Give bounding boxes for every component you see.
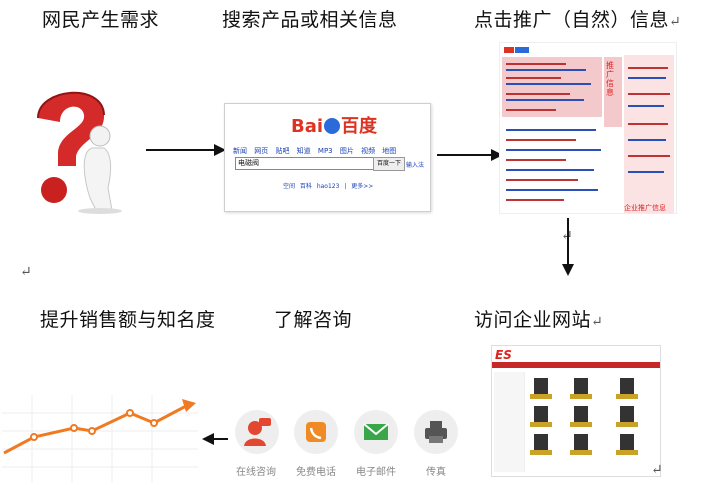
serp-line xyxy=(506,99,584,101)
baidu-search-input: 电磁阀 xyxy=(235,157,374,170)
step-2-caption: 搜索产品或相关信息 xyxy=(222,9,398,31)
serp-ad-side xyxy=(604,57,622,127)
baidu-logo: Bai 百度 xyxy=(291,112,377,138)
serp-line xyxy=(506,129,596,131)
step-1-caption: 网民产生需求 xyxy=(42,9,160,31)
serp-line xyxy=(506,139,576,141)
serp-line xyxy=(628,139,666,141)
site-nav-bar xyxy=(492,362,660,368)
arrow-4-line xyxy=(212,438,228,440)
serp-bottom-label: 企业推广信息 xyxy=(624,204,666,212)
serp-line xyxy=(628,171,664,173)
serp-line xyxy=(506,109,556,111)
serp-line xyxy=(506,159,566,161)
serp-line xyxy=(506,169,594,171)
serp-line xyxy=(506,83,591,85)
serp-line xyxy=(628,123,668,125)
baidu-search-button: 百度一下 xyxy=(373,157,405,171)
return-mark: ↵ xyxy=(669,14,682,30)
arrow-3-line xyxy=(567,218,569,266)
serp-line xyxy=(628,105,664,107)
arrow-1-line xyxy=(146,149,216,151)
serp-line xyxy=(628,67,668,69)
arrow-1-head xyxy=(214,144,226,156)
online-chat-button xyxy=(235,410,279,454)
site-sidebar xyxy=(494,372,525,472)
return-mark: ↵ xyxy=(591,314,604,330)
fax-label: 传真 xyxy=(426,467,446,478)
serp-line xyxy=(628,155,670,157)
search-results-screenshot: 推广信息 企业推广信息 xyxy=(499,42,677,214)
serp-line xyxy=(506,149,601,151)
company-website-screenshot: ES xyxy=(491,345,661,477)
arrow-3-head xyxy=(562,264,574,276)
arrow-2-line xyxy=(437,154,493,156)
site-logo: ES xyxy=(495,348,512,362)
arrow-4-head xyxy=(202,433,214,445)
serp-line xyxy=(506,69,586,71)
paw-icon xyxy=(324,118,341,134)
serp-line xyxy=(506,77,561,79)
valve-product-grid xyxy=(530,378,638,455)
cursor-mark-bottom: ↵ xyxy=(651,462,663,478)
fax-button xyxy=(414,410,458,454)
cursor-mark: ↵ xyxy=(561,228,573,244)
serp-line xyxy=(628,77,666,79)
email-button xyxy=(354,410,398,454)
arrow-2-head xyxy=(491,149,503,161)
step-6-caption: 提升销售额与知名度 xyxy=(40,309,216,331)
site-logo-text: ES xyxy=(495,348,512,362)
email-label: 电子邮件 xyxy=(356,467,396,478)
contact-options: 在线咨询 免费电话 电子邮件 传真 xyxy=(232,397,460,482)
baidu-input-method: 输入法 xyxy=(406,162,425,169)
online-chat-label: 在线咨询 xyxy=(236,467,276,478)
serp-logo xyxy=(504,47,529,53)
step-5-caption: 了解咨询 xyxy=(274,309,353,331)
serp-line xyxy=(628,93,670,95)
baidu-logo-cn: 百度 xyxy=(341,116,378,137)
step-4-text: 访问企业网站 xyxy=(474,309,592,331)
chat-person-icon xyxy=(244,418,271,446)
serp-ad-right xyxy=(624,55,674,213)
serp-ad-block-top xyxy=(502,57,602,117)
serp-line xyxy=(506,199,564,201)
baidu-footer-links: 空间 百科 hao123 | 更多>> xyxy=(283,183,374,190)
serp-line xyxy=(506,179,578,181)
step-3-text: 点击推广（自然）信息 xyxy=(474,9,670,31)
sales-growth-graphic xyxy=(2,395,198,483)
question-mark-figure xyxy=(37,91,122,214)
serp-line xyxy=(506,93,570,95)
serp-side-label: 推广信息 xyxy=(606,61,614,97)
serp-line xyxy=(506,63,566,65)
free-phone-label: 免费电话 xyxy=(296,467,336,478)
mail-icon xyxy=(363,423,389,440)
serp-line xyxy=(506,189,598,191)
free-phone-button xyxy=(294,410,338,454)
printer-icon xyxy=(425,421,447,443)
step-3-caption: 点击推广（自然）信息↵ xyxy=(474,5,681,32)
step-4-caption: 访问企业网站↵ xyxy=(474,305,603,332)
baidu-logo-text: Bai xyxy=(291,116,324,137)
phone-icon xyxy=(306,422,326,442)
return-mark-left: ↵ xyxy=(20,264,32,280)
baidu-nav-links: 新闻 网页 贴吧 知道 MP3 图片 视频 地图 xyxy=(233,147,397,155)
